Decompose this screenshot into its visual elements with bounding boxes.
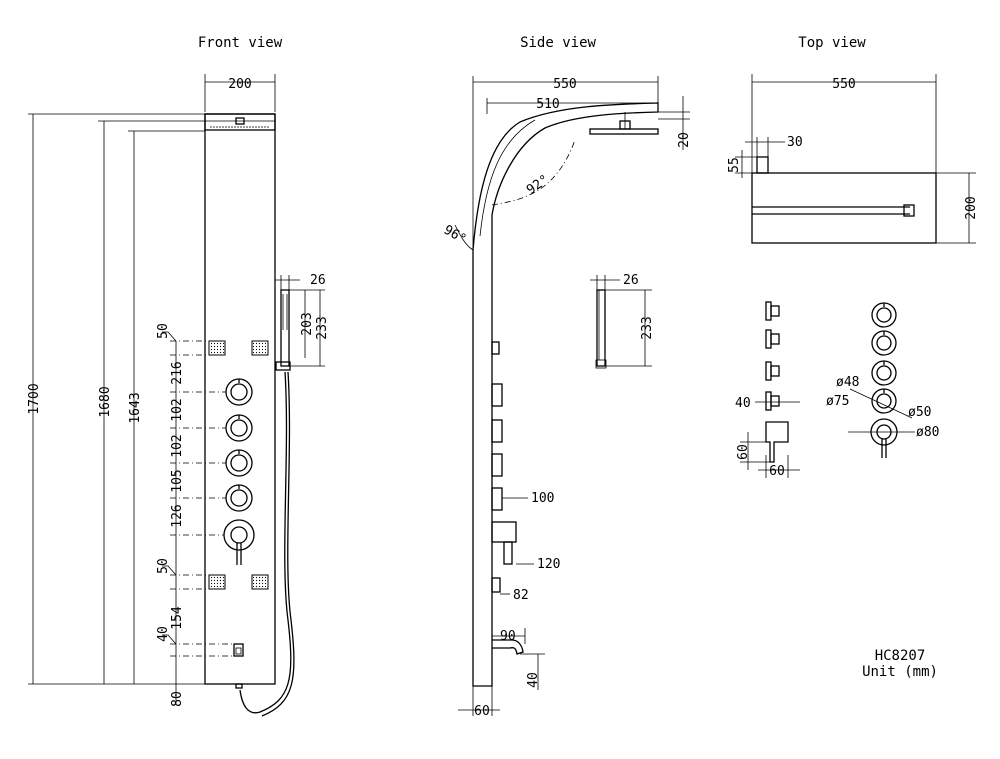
top-d50-label: ø50 — [908, 405, 931, 420]
top-d75-label: ø75 — [826, 394, 849, 409]
body-jet-icon — [208, 574, 226, 590]
top-30-label: 30 — [787, 135, 803, 150]
height-1643-label: 1643 — [128, 392, 143, 423]
thermostatic-handle-icon — [223, 519, 255, 565]
knob-icon — [225, 378, 253, 406]
front-head — [204, 113, 276, 131]
side-550-label: 550 — [553, 77, 576, 92]
dim-216-label: 216 — [170, 361, 185, 384]
dim-50a-label: 50 — [156, 323, 171, 339]
top-60a-label: 60 — [736, 444, 751, 460]
front-width-label: 200 — [228, 77, 251, 92]
top-55-label: 55 — [727, 157, 742, 173]
top-d48-label: ø48 — [836, 375, 859, 390]
side-40-label: 40 — [526, 672, 541, 688]
top-panel — [751, 172, 937, 244]
top-200-label: 200 — [964, 196, 979, 219]
knob-icon — [871, 330, 897, 356]
knob-icon — [871, 360, 897, 386]
top-550-label: 550 — [832, 77, 855, 92]
unit-label: Unit (mm) — [862, 664, 938, 680]
side-82-label: 82 — [513, 588, 529, 603]
side-90-label: 90 — [500, 629, 516, 644]
dim-102a-label: 102 — [170, 398, 185, 421]
thermostatic-handle-icon — [870, 418, 898, 458]
side-233-label: 233 — [640, 316, 655, 339]
side-510-label: 510 — [536, 97, 559, 112]
side-20-label: 20 — [677, 132, 692, 148]
top-40-label: 40 — [735, 396, 751, 411]
hs-233-label: 233 — [315, 316, 330, 339]
side-60-label: 60 — [474, 704, 490, 719]
dim-80-label: 80 — [170, 691, 185, 707]
dim-40-label: 40 — [156, 626, 171, 642]
model-label: HC8207 — [875, 648, 926, 664]
front-view-title: Front view — [198, 35, 283, 51]
top-60b-label: 60 — [769, 464, 785, 479]
front-panel — [204, 113, 276, 685]
top-view: 550 30 55 200 40 60 60 — [727, 74, 979, 479]
front-view: 200 1700 1680 1643 26 203 233 — [27, 74, 330, 717]
knob-icon — [225, 484, 253, 512]
hs-203-label: 203 — [300, 312, 315, 335]
dim-105-label: 105 — [170, 469, 185, 492]
knob-icon — [225, 414, 253, 442]
height-1700-label: 1700 — [27, 383, 42, 414]
body-jet-icon — [208, 340, 226, 356]
side-120-label: 120 — [537, 557, 560, 572]
side-100-label: 100 — [531, 491, 554, 506]
dim-102b-label: 102 — [170, 434, 185, 457]
side-26-label: 26 — [623, 273, 639, 288]
hs-width-label: 26 — [310, 273, 326, 288]
knob-icon — [871, 302, 897, 328]
knob-icon — [225, 449, 253, 477]
angle-92-label: 92° — [524, 172, 552, 198]
dim-126-label: 126 — [170, 504, 185, 527]
height-1680-label: 1680 — [98, 386, 113, 417]
body-jet-icon — [251, 574, 269, 590]
body-jet-icon — [251, 340, 269, 356]
top-view-title: Top view — [798, 35, 866, 51]
dim-154-label: 154 — [170, 606, 185, 630]
knob-icon — [871, 388, 897, 414]
side-view-title: Side view — [520, 35, 596, 51]
top-d80-label: ø80 — [916, 425, 939, 440]
angle-96-label: 96° — [441, 223, 469, 248]
dim-50b-label: 50 — [156, 558, 171, 574]
side-view: 550 510 20 92° 96° 26 233 100 — [441, 76, 692, 719]
